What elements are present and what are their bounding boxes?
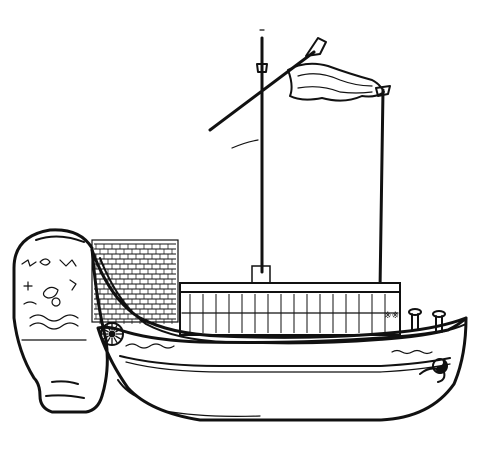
yard-boom [208,50,316,149]
deck-cabin: ※※ [179,282,401,336]
svg-text:※※: ※※ [384,311,399,321]
brick-deckhouse [91,239,179,324]
pennant-flag [287,37,385,102]
mizzen-mast [375,85,391,292]
stern-transom [12,228,109,414]
main-mast [251,29,271,285]
tomoe-emblem [432,358,448,374]
